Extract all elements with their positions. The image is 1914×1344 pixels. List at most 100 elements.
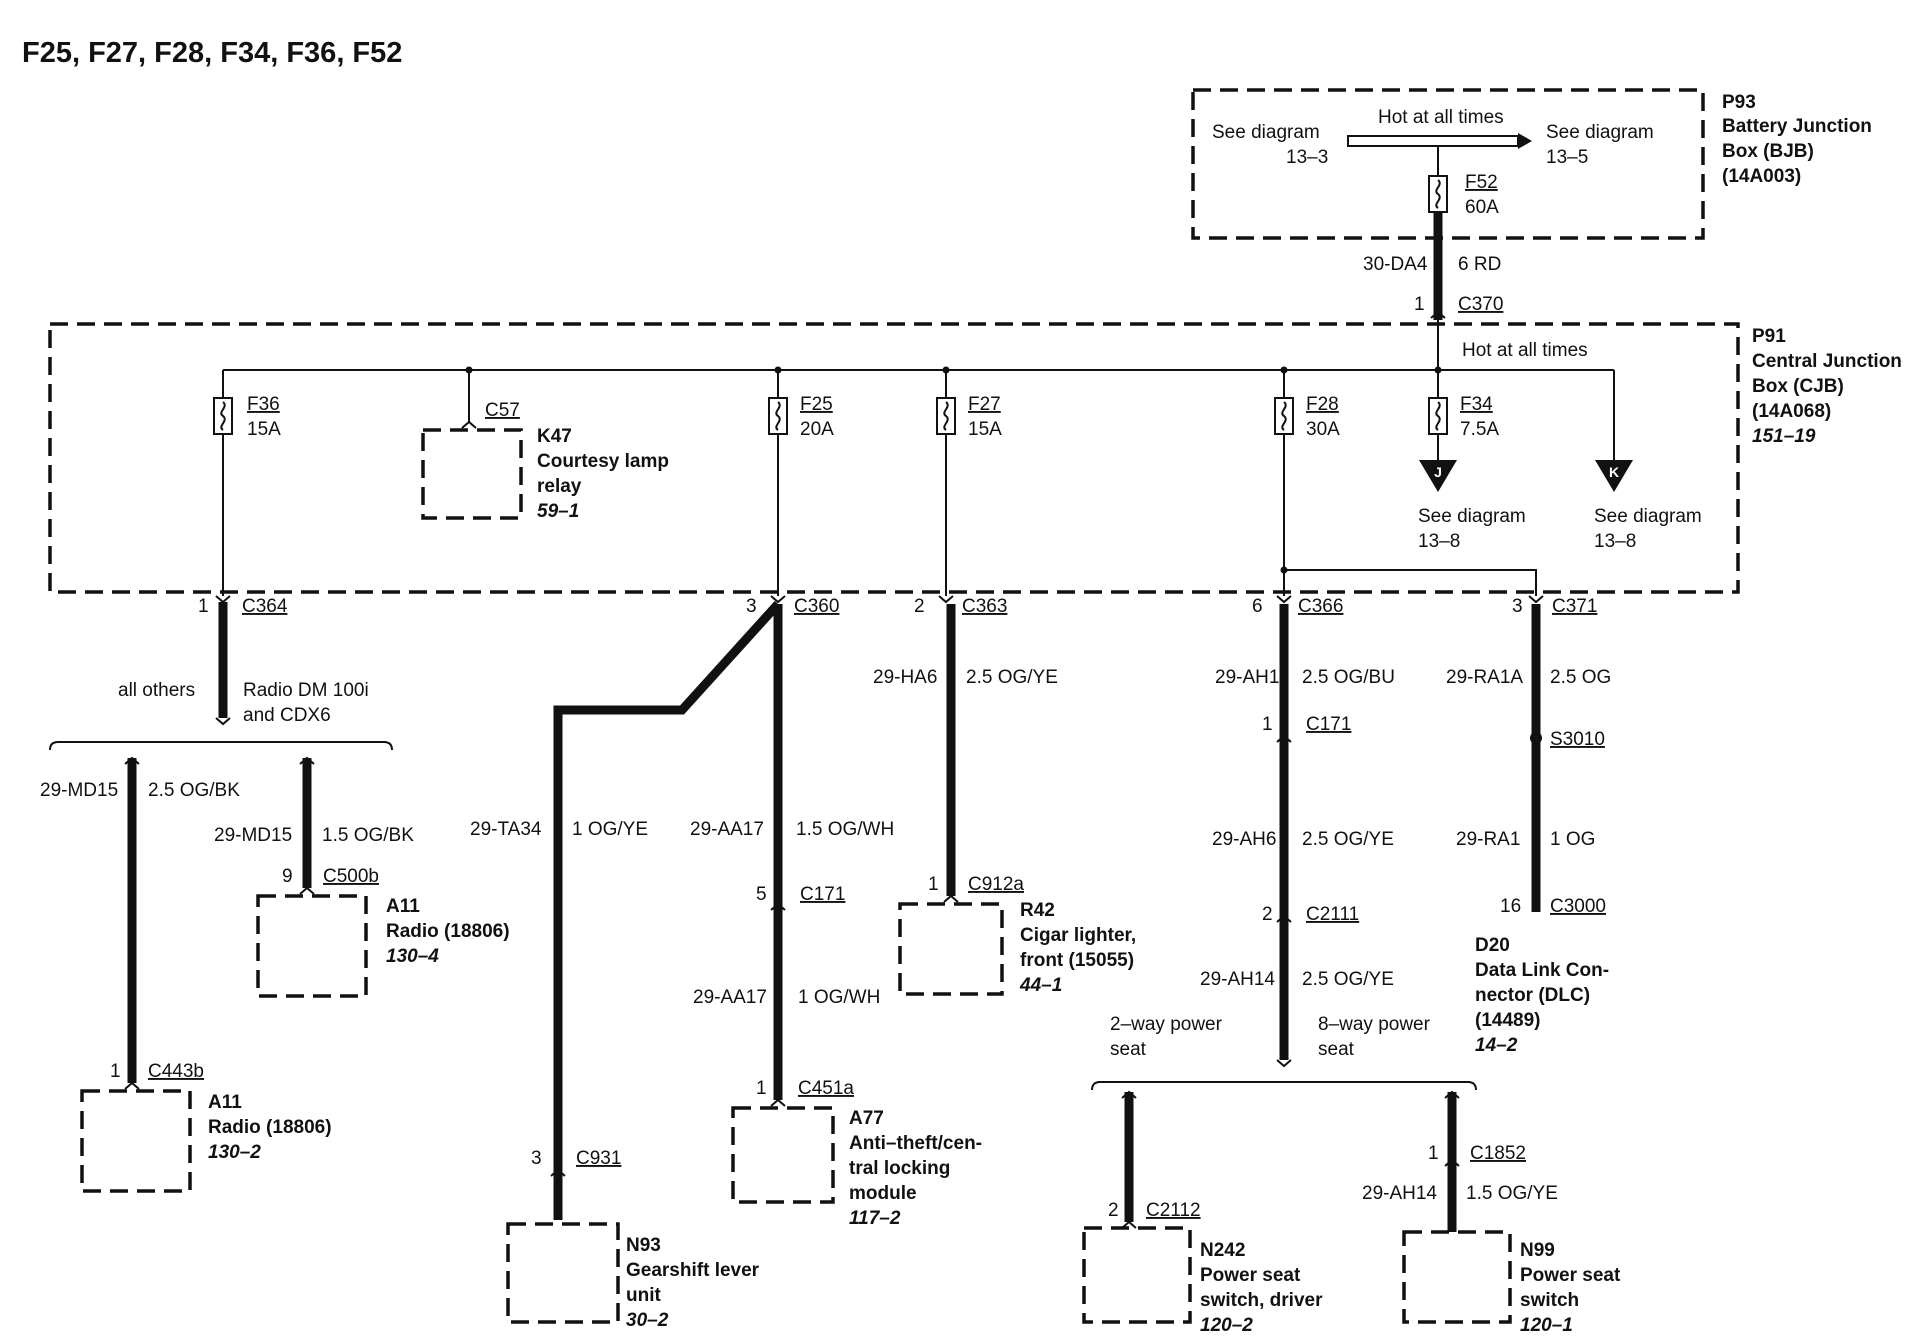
- dlc-branch: 29-RA1A 2.5 OG S3010 29-RA1 1 OG 16 C300…: [1446, 604, 1611, 1056]
- dlc-circuit1: 29-RA1A: [1446, 667, 1523, 688]
- relay-k47-name-line1: Courtesy lamp: [537, 451, 669, 472]
- radio-b-box: [256, 894, 368, 998]
- seat-wire3: 2.5 OG/YE: [1302, 969, 1394, 990]
- bjb-right-see: See diagram: [1546, 122, 1654, 143]
- fuse-f27-name: F27: [968, 394, 1001, 415]
- fuse-f28-element: [1281, 401, 1287, 431]
- see-k-ref: 13–8: [1594, 531, 1636, 552]
- relay-k47-box: [421, 428, 523, 520]
- fuse-f27-element: [943, 401, 949, 431]
- seat-pin1: 1: [1262, 714, 1273, 735]
- antitheft-ref: 117–2: [849, 1208, 901, 1229]
- antitheft-wire2: 1 OG/WH: [798, 987, 880, 1008]
- see-k-text: See diagram: [1594, 506, 1702, 527]
- cjb-hot-label: Hot at all times: [1462, 340, 1588, 361]
- bjb-bus-bar: [1347, 135, 1519, 147]
- bjb-outline: [1191, 88, 1705, 240]
- gearshift-id: N93: [626, 1235, 661, 1256]
- relay-k47-id: K47: [537, 426, 572, 447]
- seat-driver-name-line2: switch, driver: [1200, 1290, 1323, 1311]
- c370-arrow-icon: [1430, 310, 1446, 319]
- seat-branch-bracket: [1091, 1081, 1477, 1091]
- marker-k-icon: [1595, 460, 1633, 492]
- c57-arrow-icon: [461, 420, 477, 429]
- seat-branch-right-1: 8–way power: [1318, 1014, 1431, 1035]
- radio-a-box: [80, 1089, 192, 1193]
- cigar-branch: 29-HA6 2.5 OG/YE 1 C912a R42 Cigar light…: [873, 604, 1136, 996]
- cigar-circuit: 29-HA6: [873, 667, 937, 688]
- c371-arrow-icon: [1528, 595, 1544, 604]
- cigar-connector: C912a: [968, 874, 1024, 895]
- dlc-name-line1: Data Link Con-: [1475, 960, 1609, 981]
- seat-driver-connector: C2112: [1146, 1200, 1201, 1221]
- fuse-f52-name: F52: [1465, 172, 1498, 193]
- seat-switch-pin: 1: [1428, 1143, 1439, 1164]
- gearshift-ref: 30–2: [626, 1310, 669, 1331]
- c364-branch-right-1: Radio DM 100i: [243, 680, 369, 701]
- dlc-id: D20: [1475, 935, 1510, 956]
- seat-switch-box: [1402, 1230, 1512, 1324]
- seat-driver-pin: 2: [1108, 1200, 1119, 1221]
- gearshift-wire: [553, 600, 782, 1220]
- cjb-outline: [48, 322, 1740, 594]
- relay-k47-name-line2: relay: [537, 476, 582, 497]
- radio-b-pin: 9: [282, 866, 293, 887]
- cigar-name-line1: Cigar lighter,: [1020, 925, 1136, 946]
- c1852-arrow-icon: [1444, 1158, 1460, 1167]
- cjb-ref: 151–19: [1752, 426, 1816, 447]
- seat-switch-name-line1: Power seat: [1520, 1265, 1621, 1286]
- seat-switch-connector: C1852: [1470, 1143, 1526, 1164]
- seat-switch-ref: 120–1: [1520, 1315, 1573, 1336]
- dlc-part: (14489): [1475, 1010, 1541, 1031]
- feed-wire-size: 6 RD: [1458, 254, 1501, 275]
- radio-b-id: A11: [386, 896, 420, 917]
- cjb-name-line2: Box (CJB): [1752, 376, 1844, 397]
- gearshift-name-line1: Gearshift lever: [626, 1260, 760, 1281]
- seat-driver-name-line1: Power seat: [1200, 1265, 1301, 1286]
- dlc-pin: 16: [1500, 896, 1521, 917]
- c364-connector: C364: [242, 596, 288, 617]
- c912a-arrow-icon: [943, 894, 959, 903]
- seat-circuit3: 29-AH14: [1200, 969, 1275, 990]
- c360-arrow-icon: [770, 595, 786, 604]
- cjb-name-line1: Central Junction: [1752, 351, 1902, 372]
- bjb-left-ref: 13–3: [1286, 147, 1328, 168]
- bjb-left-see: See diagram: [1212, 122, 1320, 143]
- gearshift-box: [506, 1222, 620, 1324]
- fuse-f28-name: F28: [1306, 394, 1339, 415]
- seat-driver-box: [1082, 1226, 1192, 1324]
- gearshift-wire-size: 1 OG/YE: [572, 819, 648, 840]
- c364-branch-arrow-icon: [215, 717, 231, 726]
- antitheft-circuit2: 29-AA17: [693, 987, 767, 1008]
- c2111-arrow-icon: [1276, 914, 1292, 923]
- dlc-ref: 14–2: [1475, 1035, 1518, 1056]
- seat-connector2: C2111: [1306, 904, 1359, 925]
- fuse-f25-rating: 20A: [800, 419, 834, 440]
- bjb-part: (14A003): [1722, 166, 1801, 187]
- cigar-pin: 1: [928, 874, 939, 895]
- antitheft-name-line1: Anti–theft/cen-: [849, 1133, 982, 1154]
- c360-connector: C360: [794, 596, 839, 617]
- gearshift-name-line2: unit: [626, 1285, 661, 1306]
- seat-switch-name-line2: switch: [1520, 1290, 1579, 1311]
- feed-pin: 1: [1414, 294, 1425, 315]
- seat-wire2: 2.5 OG/YE: [1302, 829, 1394, 850]
- fuse-f36-element: [220, 401, 226, 431]
- dlc-name-line2: nector (DLC): [1475, 985, 1590, 1006]
- c2112-arrow-icon: [1121, 1220, 1137, 1229]
- cigar-wire-size: 2.5 OG/YE: [966, 667, 1058, 688]
- antitheft-circuit1: 29-AA17: [690, 819, 764, 840]
- radio-a-connector: C443b: [148, 1061, 204, 1082]
- antitheft-id: A77: [849, 1108, 884, 1129]
- feed-connector: C370: [1458, 294, 1503, 315]
- relay-k47-ref: 59–1: [537, 501, 579, 522]
- radio-a-id: A11: [208, 1092, 242, 1113]
- seat-branch-arrow-icon: [1276, 1059, 1292, 1068]
- antitheft-wire1: 1.5 OG/WH: [796, 819, 894, 840]
- page-title: F25, F27, F28, F34, F36, F52: [22, 37, 402, 69]
- radio-branch: all others Radio DM 100i and CDX6 29-MD1…: [40, 602, 510, 1193]
- radio-b-name: Radio (18806): [386, 921, 510, 942]
- c366-pin: 6: [1252, 596, 1263, 617]
- c931-arrow-icon: [550, 1168, 566, 1177]
- seat-circuit2: 29-AH6: [1212, 829, 1276, 850]
